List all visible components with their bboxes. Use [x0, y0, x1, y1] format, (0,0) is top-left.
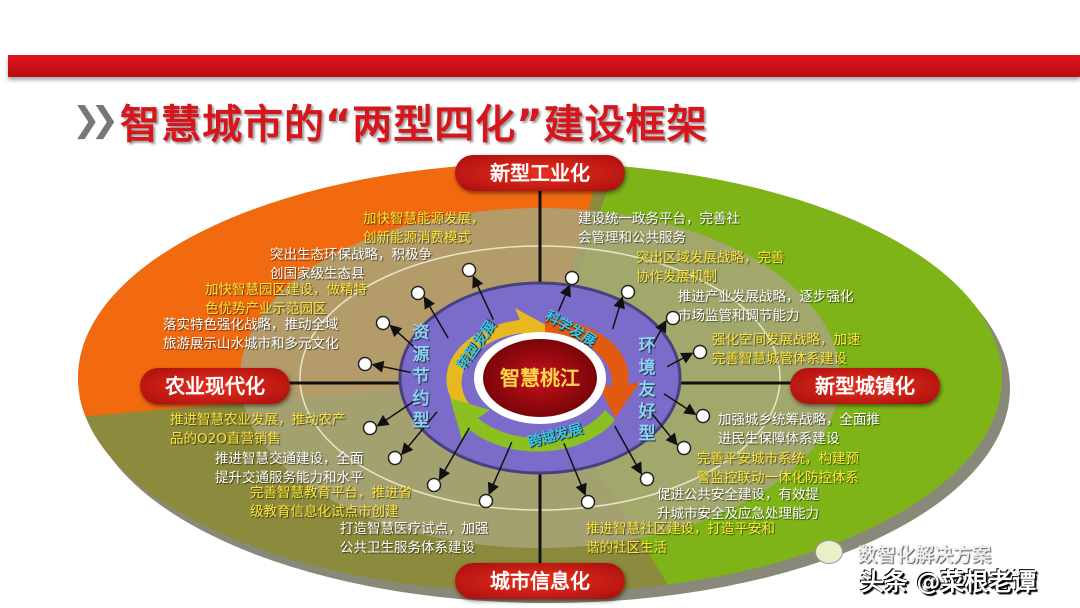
node-dot [676, 440, 692, 456]
node-dot [639, 471, 655, 487]
connector-arrow [666, 352, 694, 368]
connector-arrow [487, 441, 513, 496]
node-dot [426, 477, 442, 493]
connector-arrow [371, 360, 411, 374]
type-right: 环境友好型 [638, 336, 656, 444]
node-dot [387, 450, 403, 466]
connector-arrow [563, 442, 587, 496]
connector-arrow [647, 408, 678, 446]
pillar-left: 农业现代化 [140, 368, 290, 404]
pillar-top: 新型工业化 [455, 155, 625, 191]
node-dot [695, 408, 711, 424]
item-top-left-4: 落实特色强化战略，推动全域 旅游展示山水城市和多元文化 [163, 317, 339, 352]
node-dot [620, 284, 636, 300]
connector-arrow [649, 319, 667, 350]
connector-arrow [401, 411, 438, 456]
item-bottom-left-2: 推进智慧交通建设，全面 提升交通服务能力和水平 [215, 451, 364, 486]
item-top-right-2: 突出区域发展战略，完善 协作发展机制 [636, 250, 785, 285]
center-disc [483, 339, 597, 417]
node-dot [478, 493, 494, 509]
item-bottom-right-3: 促进公共安全建设，有效提 升城市安全及应急处理能力 [657, 487, 819, 522]
item-top-right-4: 强化空间发展战略，加速 完善智慧城管体系建设 [712, 332, 861, 367]
node-dot [410, 285, 426, 301]
connector-arrow [438, 427, 471, 481]
slide-title: 智慧城市的“两型四化”建设框架 [120, 102, 708, 148]
item-top-left-3: 加快智慧园区建设，做精特 色优势产业示范园区 [205, 282, 367, 317]
connector-arrow [423, 296, 449, 339]
item-bottom-left-1: 推进智慧农业发展，推动农产 品的O2O直营销售 [170, 412, 346, 447]
ring-arrow-bottom [450, 398, 615, 452]
node-dot [665, 310, 681, 326]
item-top-right-1: 建设统一政务平台，完善社 会管理和公共服务 [578, 211, 740, 246]
connector-arrow [376, 397, 420, 427]
pillar-right: 新型城镇化 [790, 368, 940, 404]
item-bottom-right-4: 推进智慧社区建设，打造平安和 谐的社区生活 [586, 521, 775, 556]
item-top-left-1: 加快智慧能源发展， 创新能源消费模式 [363, 211, 485, 246]
connector-arrow [611, 296, 625, 330]
ring-arrow-top [545, 318, 640, 418]
connector-arrow [389, 324, 424, 356]
node-dot [564, 270, 580, 286]
center-label: 智慧桃江 [500, 366, 580, 390]
connector-arrow [557, 284, 571, 312]
ring-arrow-left [446, 308, 555, 405]
connector-arrow [614, 425, 642, 475]
item-bottom-right-2: 完善平安城市系统，构建预 警监控联动一体化防控体系 [697, 451, 859, 486]
node-dot [362, 420, 378, 436]
node-dot [461, 262, 477, 278]
item-top-left-2: 突出生态环保战略，积极争 创国家级生态县 [270, 247, 432, 282]
item-top-right-3: 推进产业发展战略，逐步强化 市场监管和调节能力 [678, 289, 854, 324]
watermark-line2: 头条 @菜根老谭 [860, 568, 1037, 596]
connector-arrow [663, 393, 697, 416]
node-dot [357, 356, 373, 372]
top-red-bar [8, 55, 1080, 77]
type-left: 资源节约型 [412, 323, 430, 431]
node-dot [580, 494, 596, 510]
pillar-bottom: 城市信息化 [455, 563, 625, 599]
node-dot [692, 344, 708, 360]
watermark-line1: 数智化解决方案 [858, 544, 992, 566]
node-dot [375, 315, 391, 331]
item-bottom-left-3: 完善智慧教育平台，推进省 级教育信息化试点市创建 [250, 485, 412, 520]
item-bottom-right-1: 加强城乡统筹战略，全面推 进民生保障体系建设 [718, 412, 880, 447]
connector-arrow [472, 275, 495, 320]
item-bottom-left-4: 打造智慧医疗试点，加强 公共卫生服务体系建设 [340, 521, 489, 556]
wechat-icon [815, 540, 843, 564]
